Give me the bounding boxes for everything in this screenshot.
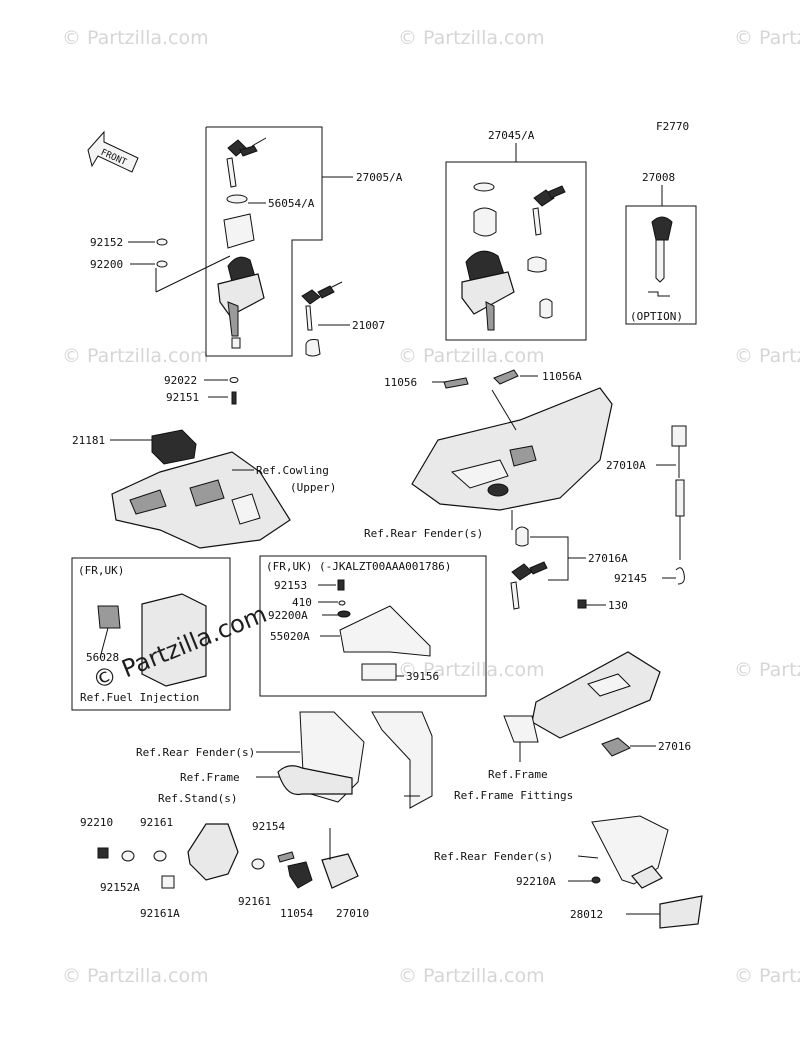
label-92161A: 92161A — [140, 907, 180, 920]
reflector-assembly — [568, 815, 703, 929]
label-92151: 92151 — [166, 391, 199, 404]
lock-set-group — [445, 143, 587, 341]
label-fr-uk-1: (FR,UK) — [78, 564, 124, 577]
label-27045A: 27045/A — [488, 129, 535, 142]
connector-group — [656, 425, 687, 585]
watermark: © Partzilla.com — [734, 345, 800, 367]
fr-uk-box-left — [71, 557, 231, 711]
right-frame-bracket — [503, 599, 661, 762]
label-92161-2: 92161 — [238, 895, 271, 908]
label-ref-cowling: Ref.Cowling — [256, 464, 329, 477]
watermark: © Partzilla.com — [734, 659, 800, 681]
label-92161-1: 92161 — [140, 816, 173, 829]
label-11054: 11054 — [280, 907, 313, 920]
label-fr-uk-2: (FR,UK) (-JKALZT00AAA001786) — [266, 560, 451, 573]
label-130: 130 — [608, 599, 628, 612]
label-27016A: 27016A — [588, 552, 628, 565]
label-11056A: 11056A — [542, 370, 582, 383]
watermark: © Partzilla.com — [62, 27, 209, 49]
label-92152A: 92152A — [100, 881, 140, 894]
ignition-switch-group — [128, 126, 353, 405]
label-410: 410 — [292, 596, 312, 609]
watermark: © Partzilla.com — [734, 27, 800, 49]
label-ref-frame-fittings: Ref.Frame Fittings — [454, 789, 573, 802]
label-92152: 92152 — [90, 236, 123, 249]
label-27010: 27010 — [336, 907, 369, 920]
rear-fender-assembly — [411, 369, 613, 610]
watermark: © Partzilla.com — [398, 659, 545, 681]
label-55020A: 55020A — [270, 630, 310, 643]
label-92153: 92153 — [274, 579, 307, 592]
label-27005A: 27005/A — [356, 171, 403, 184]
label-ref-stand: Ref.Stand(s) — [158, 792, 237, 805]
label-92022: 92022 — [164, 374, 197, 387]
label-27010A: 27010A — [606, 459, 646, 472]
label-56054A: 56054/A — [268, 197, 315, 210]
label-21181: 21181 — [72, 434, 105, 447]
label-92210: 92210 — [80, 816, 113, 829]
cowling-bracket — [110, 429, 291, 549]
ignition-key — [226, 137, 267, 188]
label-21007: 21007 — [352, 319, 385, 332]
label-ref-frame-2: Ref.Frame — [488, 768, 548, 781]
label-upper: (Upper) — [290, 481, 336, 494]
stand-hardware — [97, 823, 359, 889]
watermark: © Partzilla.com — [734, 965, 800, 987]
label-28012: 28012 — [570, 908, 603, 921]
label-ref-rear-fender-1: Ref.Rear Fender(s) — [364, 527, 483, 540]
watermark: © Partzilla.com — [62, 345, 209, 367]
watermark: © Partzilla.com — [398, 27, 545, 49]
watermark: © Partzilla.com — [62, 965, 209, 987]
front-arrow: FRONT — [87, 130, 139, 173]
label-56028: 56028 — [86, 651, 119, 664]
label-option: (OPTION) — [630, 310, 683, 323]
fr-uk-box-center — [259, 555, 487, 697]
watermark-layer: © Partzilla.com © Partzilla.com © Partzi… — [62, 27, 800, 987]
label-11056: 11056 — [384, 376, 417, 389]
label-92154: 92154 — [252, 820, 285, 833]
key-set-21007 — [301, 281, 350, 357]
label-92200A: 92200A — [268, 609, 308, 622]
watermark: © Partzilla.com — [398, 965, 545, 987]
label-ref-rear-fender-3: Ref.Rear Fender(s) — [434, 850, 553, 863]
label-27008: 27008 — [642, 171, 675, 184]
watermark: © Partzilla.com — [398, 345, 545, 367]
label-ref-rear-fender-2: Ref.Rear Fender(s) — [136, 746, 255, 759]
label-92145: 92145 — [614, 572, 647, 585]
label-27016: 27016 — [658, 740, 691, 753]
label-92210A: 92210A — [516, 875, 556, 888]
callout-labels: 27005/A 56054/A 92152 92200 92022 92151 … — [72, 129, 691, 921]
label-39156: 39156 — [406, 670, 439, 683]
frame-fitting — [256, 711, 433, 809]
key-option-group — [625, 185, 697, 325]
label-ref-fuel-injection: Ref.Fuel Injection — [80, 691, 199, 704]
figure-code: F2770 — [656, 120, 689, 133]
label-92200: 92200 — [90, 258, 123, 271]
label-ref-frame-1: Ref.Frame — [180, 771, 240, 784]
